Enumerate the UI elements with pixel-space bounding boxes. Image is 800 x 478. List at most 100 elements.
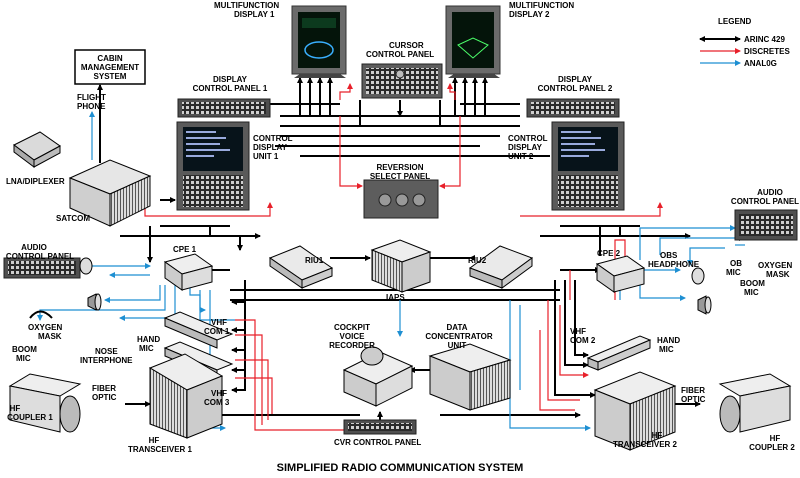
- reversion-select-panel: [363, 179, 439, 219]
- display-control-panel-1: [177, 98, 271, 118]
- label-mfd1-l1: MULTIFUNCTION: [214, 1, 279, 10]
- boom-mic-left-icon: [29, 310, 53, 319]
- label-ob-mic-l1: OB: [730, 259, 742, 268]
- legend-item-analog: ANAL0G: [744, 59, 777, 68]
- label-oxy-right-l1: OXYGEN: [758, 261, 792, 270]
- label-boom-right-l1: BOOM: [740, 279, 765, 288]
- label-cms-l1: CABIN: [97, 54, 123, 63]
- label-cms-l2: MANAGEMENT: [81, 63, 139, 72]
- label-fiber-right-l1: FIBER: [681, 386, 705, 395]
- hf-transceiver-2: [593, 371, 677, 451]
- label-nose-l2: INTERPHONE: [80, 356, 133, 365]
- control-display-unit-1: [176, 121, 250, 211]
- label-vhf3-l1: VHF: [211, 389, 227, 398]
- data-concentrator-unit: [428, 343, 512, 411]
- label-vhf3-l2: COM 3: [204, 398, 230, 407]
- label-acp-right-l2: CONTROL PANEL: [731, 197, 799, 206]
- label-mfd2-l2: DISPLAY 2: [509, 10, 550, 19]
- label-boom-left-l1: BOOM: [12, 345, 37, 354]
- label-obs-l1: OBS: [660, 251, 678, 260]
- legend-item-discretes: DISCRETES: [744, 47, 790, 56]
- multifunction-display-1: [291, 5, 347, 78]
- label-lna: LNA/DIPLEXER: [6, 177, 65, 186]
- label-cpe2: CPE 2: [597, 249, 621, 258]
- label-vhf1-l1: VHF: [211, 318, 227, 327]
- label-obs-l2: HEADPHONE: [648, 260, 700, 269]
- discrete-wires: [144, 83, 663, 431]
- label-ob-mic-l2: MIC: [726, 268, 741, 277]
- label-dcp2-l1: DISPLAY: [558, 75, 593, 84]
- label-boom-right-l2: MIC: [744, 288, 759, 297]
- label-cdu1-l3: UNIT 1: [253, 152, 279, 161]
- label-mfd1-l2: DISPLAY 1: [234, 10, 275, 19]
- diagram-title: SIMPLIFIED RADIO COMMUNICATION SYSTEM: [277, 462, 524, 474]
- label-fiber-left-l2: OPTIC: [92, 393, 117, 402]
- label-cdu2-l3: UNIT 2: [508, 152, 534, 161]
- label-fiber-right-l2: OPTIC: [681, 395, 706, 404]
- label-dcu-l2: CONCENTRATOR: [425, 332, 492, 341]
- label-iaps: IAPS: [386, 293, 405, 302]
- label-cdu1-l1: CONTROL: [253, 134, 293, 143]
- hf-transceiver-1: [148, 353, 224, 439]
- label-hand-mic-left-l1: HAND: [137, 335, 160, 344]
- riu-1-unit: [268, 245, 334, 289]
- label-acp-left-l2: CONTROL PANEL: [6, 252, 74, 261]
- audio-control-panel-left: [3, 257, 81, 279]
- label-flight-phone-l2: PHONE: [77, 102, 106, 111]
- audio-control-panel-right: [734, 209, 798, 241]
- label-mfd2-l1: MULTIFUNCTION: [509, 1, 574, 10]
- label-hf2-l1: HF: [652, 431, 663, 440]
- cpe-2-unit: [595, 255, 646, 293]
- label-satcom: SATCOM: [56, 214, 90, 223]
- lna-diplexer: [13, 131, 61, 168]
- label-vhf1-l2: COM 1: [204, 327, 230, 336]
- label-rsp-l1: REVERSION: [376, 163, 423, 172]
- label-ccp-l2: CONTROL PANEL: [366, 50, 434, 59]
- label-boom-left-l2: MIC: [16, 354, 31, 363]
- label-riu2: RIU2: [468, 256, 487, 265]
- label-hfc2-l2: COUPLER 2: [749, 443, 795, 452]
- label-nose-l1: NOSE: [95, 347, 118, 356]
- iaps-rack: [370, 239, 432, 293]
- label-dcp1-l1: DISPLAY: [213, 75, 248, 84]
- legend-item-arinc: ARINC 429: [744, 35, 785, 44]
- label-cdu1-l2: DISPLAY: [253, 143, 288, 152]
- cpe-1-unit: [163, 253, 214, 291]
- label-cvr-panel: CVR CONTROL PANEL: [334, 438, 421, 447]
- label-dcp1-l2: CONTROL PANEL 1: [193, 84, 268, 93]
- label-cpe1: CPE 1: [173, 245, 197, 254]
- obs-headphone-icon: [691, 267, 705, 285]
- label-acp-left-l1: AUDIO: [21, 243, 47, 252]
- label-hand-mic-right-l1: HAND: [657, 336, 680, 345]
- label-hfc2-l1: HF: [770, 434, 781, 443]
- oxygen-mask-left-icon: [79, 257, 93, 275]
- legend: LEGEND ARINC 429 DISCRETES ANAL0G: [699, 17, 790, 68]
- hf-coupler-2: [718, 373, 792, 433]
- label-dcu-l1: DATA: [446, 323, 467, 332]
- riu-2-unit: [468, 245, 534, 289]
- label-hfc1-l2: COUPLER 1: [7, 413, 53, 422]
- satcom-unit: [68, 159, 152, 227]
- hf-coupler-1: [8, 373, 82, 433]
